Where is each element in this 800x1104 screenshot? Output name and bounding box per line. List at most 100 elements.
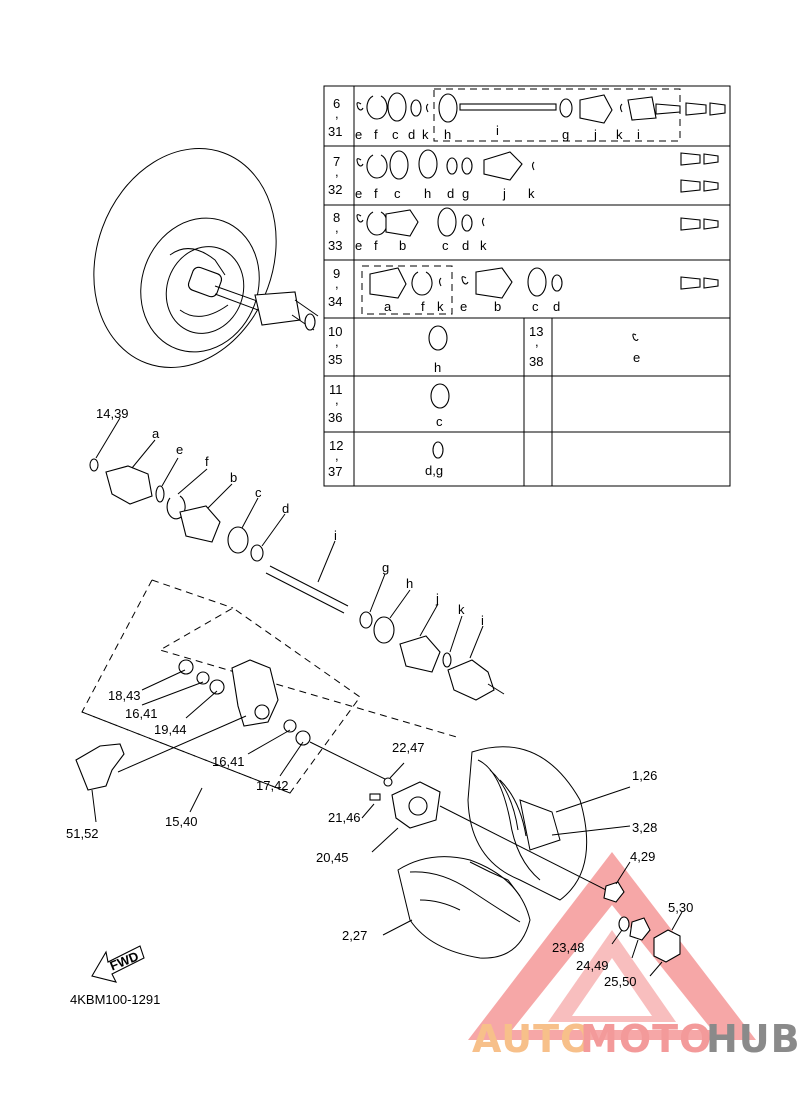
callout-i: i [334, 528, 337, 543]
table-row-4-parts: a f k e b c d [369, 267, 719, 314]
part-16-bearing-b [283, 719, 297, 733]
row3-letter-k: k [480, 238, 487, 253]
row2-letter-d: d [447, 186, 454, 201]
part-c-band [227, 526, 249, 554]
callout-3-28: 3,28 [632, 820, 657, 835]
part-4-nut [603, 881, 625, 903]
part-19-spacer [209, 679, 225, 695]
row4-letter-e: e [460, 299, 467, 314]
row1-letter-f: f [374, 127, 378, 142]
callout-20-45: 20,45 [316, 850, 349, 865]
callout-1-26: 1,26 [632, 768, 657, 783]
callout-19-44: 19,44 [154, 722, 187, 737]
callout-2-27: 2,27 [342, 928, 367, 943]
row-2-top: 7 [333, 154, 340, 169]
row3-letter-c: c [442, 238, 449, 253]
watermark-triangle-core-hole [572, 958, 652, 1016]
part-22-oring [383, 777, 393, 787]
row2-letter-e: e [355, 186, 362, 201]
callout-labels: 14,39 a e f b c d i g h j k i 18,43 16,4… [66, 406, 693, 1007]
row5-extra-letter-e: e [633, 350, 640, 365]
row-7-sep: , [335, 448, 339, 463]
part-knuckle [231, 659, 279, 727]
part-17-oil-seal [295, 730, 311, 746]
row1-letter-d: d [408, 127, 415, 142]
watermark-moto: MOTO [580, 1017, 712, 1061]
row1-letter-e: e [355, 127, 362, 142]
callout-25-50: 25,50 [604, 974, 637, 989]
row-5-extra-bottom: 38 [529, 354, 543, 369]
fwd-arrow-icon [91, 945, 145, 983]
table-row-2-parts: e f c h d g j k [355, 149, 719, 201]
leader-lines [95, 417, 484, 659]
row3-letter-b: b [399, 238, 406, 253]
row-5-sep: , [335, 334, 339, 349]
row-7-bottom: 37 [328, 464, 342, 479]
row1-letter-k2: k [616, 127, 623, 142]
part-circlip [89, 458, 99, 472]
row-5-bottom: 35 [328, 352, 342, 367]
part-j-boot [399, 635, 441, 673]
part-1-wheel [467, 746, 588, 901]
callout-16-41-b: 16,41 [212, 754, 245, 769]
callout-g: g [382, 560, 389, 575]
row1-letter-i2: i [637, 127, 640, 142]
callout-14-39: 14,39 [96, 406, 129, 421]
row-3-sep: , [335, 220, 339, 235]
part-i-inner-cv [447, 659, 495, 701]
part-16-bearing [196, 671, 210, 685]
part-2-tire [397, 856, 531, 959]
callout-51-52: 51,52 [66, 826, 99, 841]
row3-letter-e: e [355, 238, 362, 253]
watermark-auto: AUTO [472, 1017, 593, 1061]
callout-c: c [255, 485, 262, 500]
callout-f: f [205, 454, 209, 469]
row-2-bottom: 32 [328, 182, 342, 197]
parts-kit-table [323, 85, 731, 487]
callout-24-49: 24,49 [576, 958, 609, 973]
row1-letter-c: c [392, 127, 399, 142]
row-7-top: 12 [329, 438, 343, 453]
callout-5-30: 5,30 [668, 900, 693, 915]
assembled-wheel-illustration [93, 148, 319, 368]
row-6-sep: , [335, 392, 339, 407]
callout-d: d [282, 501, 289, 516]
row4-letter-k: k [437, 299, 444, 314]
part-d-band [250, 544, 264, 562]
part-24-nut [629, 917, 651, 941]
row-3-bottom: 33 [328, 238, 342, 253]
row5-letter-h: h [434, 360, 441, 375]
callout-h: h [406, 576, 413, 591]
callout-e: e [176, 442, 183, 457]
row-6-top: 11 [329, 382, 343, 397]
callout-17-42: 17,42 [256, 778, 289, 793]
row3-letter-f: f [374, 238, 378, 253]
part-5-cap [653, 929, 681, 963]
row6-letter-c: c [436, 414, 443, 429]
part-k-clip [442, 652, 452, 668]
callout-23-48: 23,48 [552, 940, 585, 955]
part-a-outer-cv [105, 465, 153, 505]
row1-letter-i: i [496, 123, 499, 138]
row-5-top: 10 [328, 324, 342, 339]
row4-letter-b: b [494, 299, 501, 314]
wheel-hub-exploded [361, 746, 683, 977]
row-1-top: 6 [333, 96, 340, 111]
callout-16-41: 16,41 [125, 706, 158, 721]
callout-4-29: 4,29 [630, 849, 655, 864]
fwd-label: FWD [108, 948, 141, 973]
row-6-bottom: 36 [328, 410, 342, 425]
callout-21-46: 21,46 [328, 810, 361, 825]
row1-letter-j: j [593, 127, 597, 142]
watermark-hub: HUB [706, 1017, 800, 1061]
callout-j: j [435, 591, 439, 606]
row-4-bottom: 34 [328, 294, 342, 309]
row2-letter-j: j [502, 186, 506, 201]
callout-b: b [230, 470, 237, 485]
row1-letter-k: k [422, 127, 429, 142]
row-5-extra-top: 13 [529, 324, 543, 339]
callout-k: k [458, 602, 465, 617]
row-4-sep: , [335, 276, 339, 291]
table-row-7-parts: d,g [425, 441, 444, 478]
